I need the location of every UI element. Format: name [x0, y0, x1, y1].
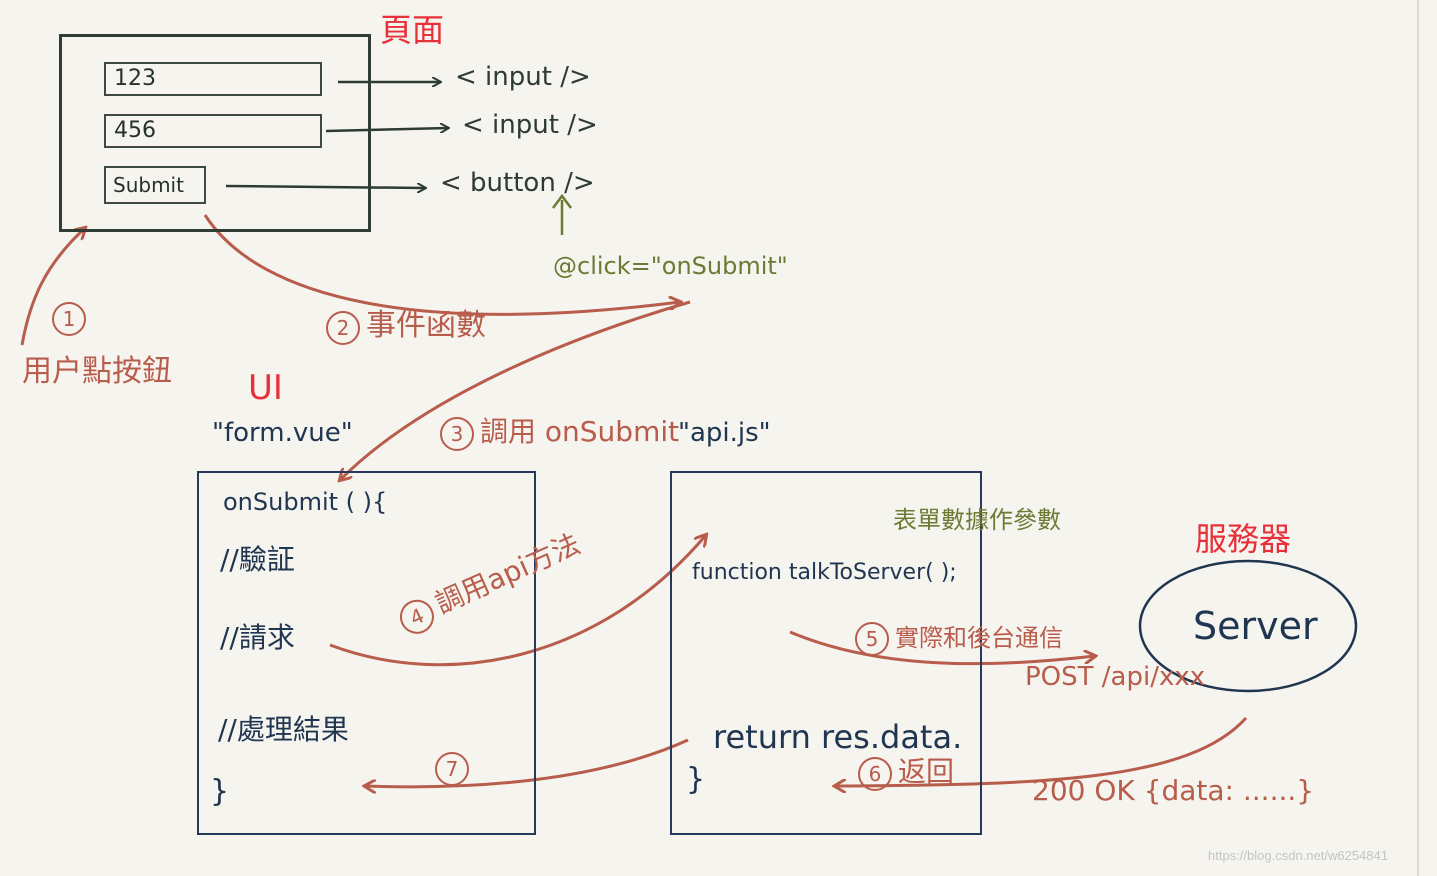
step7-number: 7	[435, 752, 469, 786]
arrow-input2-tag	[325, 128, 448, 131]
tag-button: < button />	[440, 168, 595, 198]
server-response: 200 OK {data: ......}	[1032, 774, 1315, 807]
page-edge-line	[1417, 0, 1419, 876]
step1-number-wrap: 1	[52, 302, 92, 336]
ui-code-line-1: onSubmit ( ){	[223, 488, 388, 516]
click-binding: @click="onSubmit"	[553, 252, 788, 280]
step6-number: 6	[858, 757, 892, 791]
step5-number: 5	[855, 622, 889, 656]
step5-label: 實際和後台通信	[895, 624, 1063, 652]
step1-number: 1	[52, 302, 86, 336]
input-field-2-value: 456	[114, 118, 156, 143]
form-vue-box	[197, 471, 536, 835]
arrow-step2	[203, 214, 680, 316]
arrow-step4	[329, 535, 706, 667]
ui-code-line-4: //處理結果	[218, 713, 349, 746]
server-ellipse	[1138, 559, 1358, 693]
step7: 7	[435, 752, 475, 786]
api-param-note: 表單數據作參數	[893, 506, 1061, 534]
tag-input-1: < input />	[455, 62, 591, 92]
arrow-step3	[340, 300, 691, 480]
arrowhead-click-up	[552, 193, 572, 209]
server-title: 服務器	[1195, 520, 1292, 558]
page-title: 頁面	[380, 11, 445, 49]
page-frame	[59, 34, 371, 232]
api-js-box	[670, 471, 982, 835]
api-filename: "api.js"	[678, 418, 771, 448]
arrow-step6	[835, 716, 1248, 786]
step3-number: 3	[440, 417, 474, 451]
step2-number: 2	[326, 311, 360, 345]
step1-label: 用户點按鈕	[22, 354, 172, 389]
api-code-line-1: function talkToServer( );	[692, 560, 957, 585]
ui-code-line-5: }	[210, 774, 230, 809]
tag-input-2: < input />	[462, 110, 598, 140]
step2-label: 事件函數	[366, 308, 486, 343]
arrow-step5	[789, 630, 1095, 666]
input-field-2[interactable]: 456	[104, 114, 322, 148]
ui-filename: "form.vue"	[212, 418, 353, 448]
api-code-line-3: }	[686, 762, 706, 797]
arrow-step1	[20, 228, 85, 346]
api-code-line-2: return res.data.	[713, 718, 963, 756]
submit-button-label: Submit	[113, 173, 184, 197]
server-label: Server	[1193, 604, 1318, 648]
step3-label: 調用 onSubmit	[480, 415, 680, 448]
watermark: https://blog.csdn.net/w6254841	[1208, 848, 1388, 863]
server-request: POST /api/xxx	[1025, 662, 1206, 692]
input-field-1-value: 123	[114, 66, 156, 91]
input-field-1[interactable]: 123	[104, 62, 322, 96]
step6-label: 返回	[898, 755, 955, 788]
arrow-button-tag	[225, 186, 425, 188]
submit-button[interactable]: Submit	[104, 166, 206, 204]
ui-heading: UI	[248, 368, 283, 408]
arrow-step7	[365, 738, 689, 787]
ui-code-line-2: //驗証	[220, 543, 295, 576]
ui-code-line-3: //請求	[220, 621, 295, 654]
